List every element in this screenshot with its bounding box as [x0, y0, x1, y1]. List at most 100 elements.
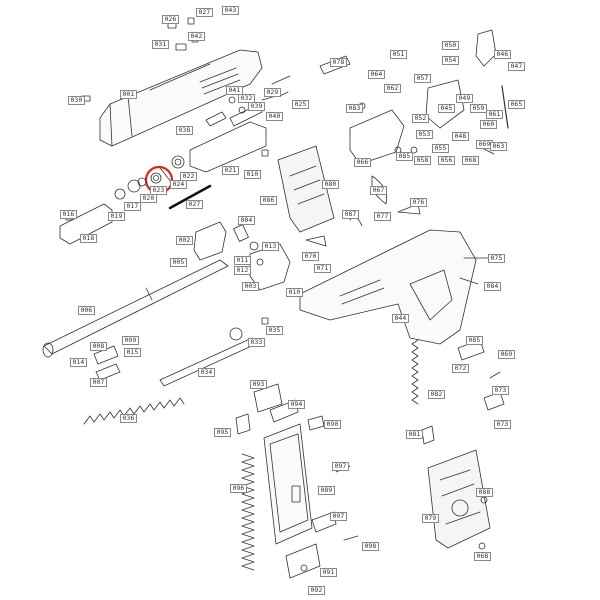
part-label: 083	[346, 104, 363, 113]
part-label: 024	[170, 180, 187, 189]
part-label: 012	[234, 266, 251, 275]
part-label: 031	[152, 40, 169, 49]
part-label: 004	[238, 216, 255, 225]
part-label: 027	[196, 8, 213, 17]
part-label: 091	[320, 568, 337, 577]
part-label: 058	[414, 156, 431, 165]
part-label: 018	[80, 234, 97, 243]
part-label: 060	[480, 120, 497, 129]
part-label: 069	[498, 350, 515, 359]
part-label: 044	[392, 314, 409, 323]
magazine-spring-096	[241, 453, 255, 571]
part-label: 068	[462, 156, 479, 165]
part-label: 036	[120, 414, 137, 423]
part-label: 026	[162, 15, 179, 24]
part-label: 061	[486, 110, 503, 119]
part-label: 077	[374, 212, 391, 221]
part-label: 075	[488, 254, 505, 263]
part-label: 090	[324, 420, 341, 429]
part-label: 010	[244, 170, 261, 179]
part-label: 027	[186, 200, 203, 209]
grip-079	[427, 449, 491, 549]
spring-guide-034	[159, 337, 257, 387]
part-label: 047	[508, 62, 525, 71]
part-label: 009	[122, 336, 139, 345]
part-label: 081	[406, 430, 423, 439]
part-label: 001	[120, 90, 137, 99]
part-label: 014	[70, 358, 87, 367]
part-label: 006	[78, 306, 95, 315]
part-label: 020	[140, 194, 157, 203]
part-label: 007	[90, 378, 107, 387]
part-label: 025	[292, 100, 309, 109]
part-label: 097	[330, 512, 347, 521]
part-label: 072	[452, 364, 469, 373]
part-label: 049	[456, 94, 473, 103]
part-label: 043	[222, 6, 239, 15]
part-label: 045	[438, 104, 455, 113]
guide-rod-027	[168, 184, 212, 210]
part-label: 035	[266, 326, 283, 335]
part-label: 038	[176, 126, 193, 135]
part-label: 008	[90, 342, 107, 351]
part-label: 030	[68, 96, 85, 105]
part-label: 029	[264, 88, 281, 97]
part-label: 087	[342, 210, 359, 219]
slide-001	[99, 49, 263, 147]
part-label: 088	[476, 488, 493, 497]
part-label: 080	[322, 180, 339, 189]
hopup-parts	[193, 221, 291, 291]
part-label: 017	[124, 202, 141, 211]
part-label: 065	[508, 100, 525, 109]
part-label: 013	[262, 242, 279, 251]
part-label: 039	[248, 102, 265, 111]
part-label: 010	[286, 288, 303, 297]
part-label: 054	[442, 56, 459, 65]
part-label: 016	[60, 210, 77, 219]
part-label: 064	[368, 70, 385, 79]
lever-parts	[93, 317, 269, 381]
part-label: 048	[452, 132, 469, 141]
part-label: 056	[438, 156, 455, 165]
part-label: 094	[288, 400, 305, 409]
part-label: 070	[302, 252, 319, 261]
part-label: 062	[384, 84, 401, 93]
part-label: 019	[108, 212, 125, 221]
hammer-spring-parts	[411, 339, 505, 445]
part-label: 040	[266, 112, 283, 121]
part-label: 092	[308, 586, 325, 595]
part-label: 085	[466, 336, 483, 345]
part-label: 015	[124, 348, 141, 357]
part-label: 057	[414, 74, 431, 83]
part-label: 095	[214, 428, 231, 437]
part-label: 063	[490, 142, 507, 151]
part-label: 084	[484, 282, 501, 291]
part-label: 011	[234, 256, 251, 265]
part-label: 096	[230, 484, 247, 493]
part-label: 098	[362, 542, 379, 551]
part-label: 066	[354, 158, 371, 167]
part-label: 068	[474, 552, 491, 561]
part-label: 097	[332, 462, 349, 471]
frame-044	[299, 229, 477, 345]
part-label: 076	[410, 198, 427, 207]
part-label: 033	[248, 338, 265, 347]
part-label: 079	[422, 514, 439, 523]
part-label: 034	[198, 368, 215, 377]
part-label: 085	[396, 152, 413, 161]
part-label: 059	[470, 104, 487, 113]
part-label: 051	[390, 50, 407, 59]
part-label: 089	[318, 486, 335, 495]
part-label: 046	[494, 50, 511, 59]
part-label: 005	[170, 258, 187, 267]
part-label: 023	[150, 186, 167, 195]
part-label: 052	[412, 114, 429, 123]
part-label: 003	[242, 282, 259, 291]
part-label: 073	[494, 420, 511, 429]
part-label: 002	[176, 236, 193, 245]
part-label: 021	[222, 166, 239, 175]
inner-slide-parts	[159, 103, 269, 189]
outer-barrel	[42, 259, 229, 358]
part-label: 053	[416, 130, 433, 139]
